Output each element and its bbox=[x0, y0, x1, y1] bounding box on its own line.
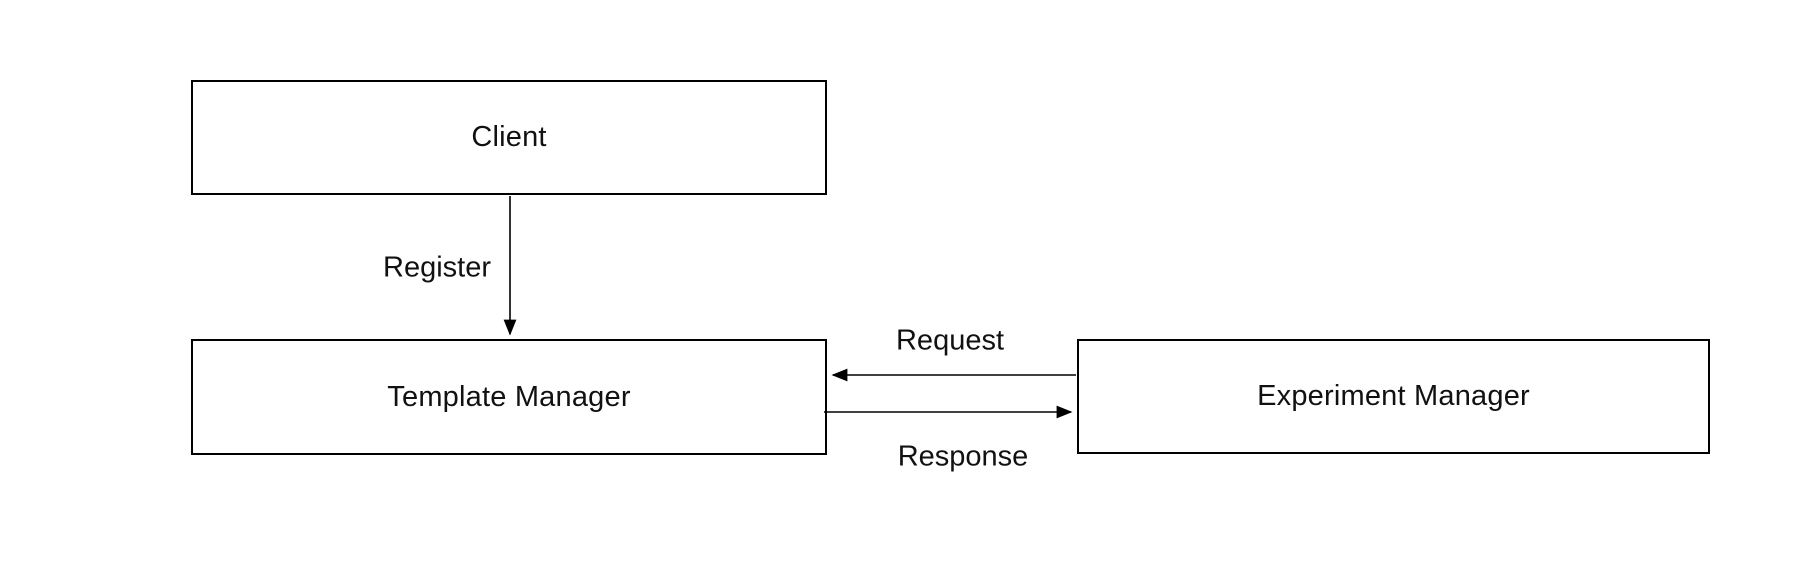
node-client-label: Client bbox=[471, 121, 547, 153]
node-client: Client bbox=[191, 80, 827, 195]
edge-label-request: Request bbox=[895, 324, 1005, 357]
edge-label-register: Register bbox=[383, 251, 491, 284]
node-template-manager: Template Manager bbox=[191, 339, 827, 455]
edge-label-response: Response bbox=[897, 440, 1029, 473]
node-experiment-manager: Experiment Manager bbox=[1077, 339, 1710, 454]
node-template-manager-label: Template Manager bbox=[387, 380, 631, 413]
node-experiment-manager-label: Experiment Manager bbox=[1257, 380, 1530, 412]
